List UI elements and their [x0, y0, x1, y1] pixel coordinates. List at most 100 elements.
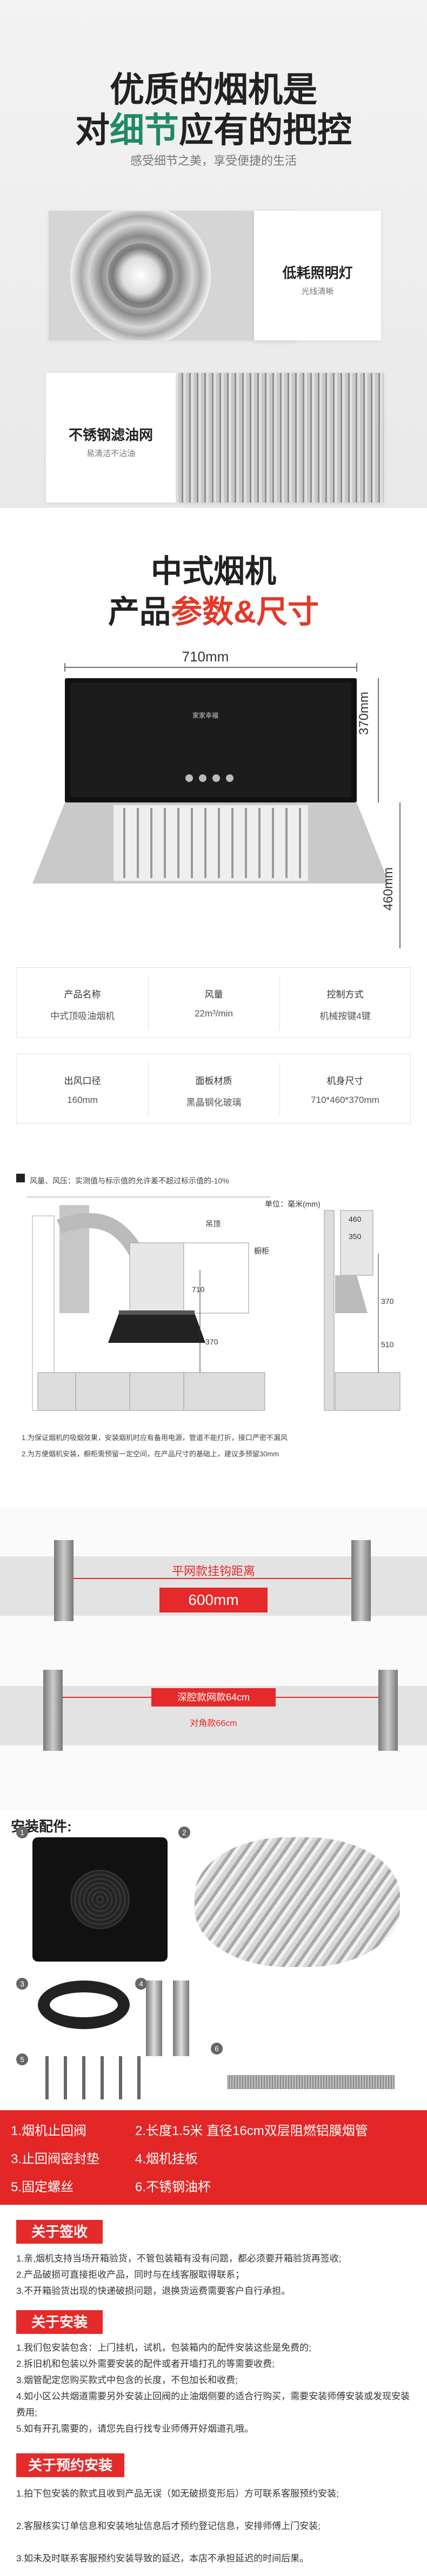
dim-label-370-side: 370 [381, 1297, 394, 1306]
dim-label-460: 460 [349, 1215, 362, 1223]
sign-line-3: 3.不开箱验货出现的快递破损问题，退换货运费需要客户自行承担。 [16, 2286, 291, 2296]
lamp-subtitle: 光线清晰 [301, 287, 334, 296]
dim-label-350: 350 [349, 1232, 362, 1241]
sign-line-2: 2.产品破损可直接拒收产品，同时与在线客服取得联系； [16, 2270, 245, 2280]
height-label: 370mm [357, 691, 371, 735]
brand-mark: 家家幸福 [192, 712, 218, 719]
hero-section: 优质的烟机是 对细节应有的把控 感受细节之美，享受便捷的生活 低耗照明灯 光线清… [0, 0, 427, 508]
hanger-value-1: 600mm [159, 1588, 268, 1612]
hanger-bracket-left [54, 1540, 74, 1621]
valve-disc [70, 1870, 130, 1929]
hood-dimension-diagram [32, 663, 401, 948]
specs-title-part-a: 产品 [108, 594, 171, 630]
spec-table-row2: 出风口径 160mm 面板材质 黑晶钢化玻璃 机身尺寸 710*460*370m… [16, 1054, 411, 1124]
lamp-caption-card: 低耗照明灯 光线清晰 [254, 211, 381, 340]
hanger-bracket-right-2 [378, 1670, 398, 1751]
spec-value: 黑晶钢化玻璃 [186, 1098, 242, 1108]
wall-plate-image-2 [173, 1980, 189, 2056]
hero-title-part-c: 应有的把控 [179, 111, 352, 150]
setup-line-3: 3.烟管配定您购买款式中包含的长度，不包加长和收费; [16, 2375, 238, 2385]
spec-head: 产品名称 [64, 989, 101, 1000]
filter-title: 不锈钢滤油网 [68, 427, 153, 443]
sign-tag: 关于签收 [16, 2220, 103, 2244]
wall-plate-image-1 [146, 1980, 162, 2056]
lamp-bulb [108, 243, 173, 308]
hanger-label-1: 平网款挂钩距离 [171, 1564, 255, 1578]
setup-line-5: 5.如有开孔需要的，请您先自行找专业师傅开好烟道孔哦。 [16, 2424, 254, 2434]
hero-title-part-a: 对 [75, 111, 110, 150]
screws-image [38, 2056, 146, 2099]
lamp-title: 低耗照明灯 [282, 265, 353, 281]
hanger-bracket-left-2 [43, 1670, 63, 1751]
seal-ring-image [38, 1980, 130, 2029]
item-number-4: 4 [135, 1978, 147, 1990]
check-valve-image [32, 1837, 168, 1962]
banner-item-6: 6.不锈钢油杯 [135, 2180, 211, 2194]
hero-subtitle: 感受细节之美，享受便捷的生活 [130, 154, 297, 168]
spec-head: 面板材质 [195, 1076, 232, 1086]
unit-label: 单位：毫米(mm) [265, 1200, 321, 1208]
item-number-6: 6 [211, 2043, 223, 2055]
spec-head: 控制方式 [326, 989, 364, 1000]
dim-label-ceiling: 吊顶 [205, 1220, 221, 1228]
dim-label-510: 510 [381, 1340, 394, 1349]
hanger-section: 平网款挂钩距离 600mm 深腔款网款64cm 对角款66cm [0, 1508, 427, 1810]
booking-tag: 关于预约安装 [16, 2453, 124, 2477]
hero-title-line1: 优质的烟机是 [110, 70, 317, 109]
spec-value: 中式顶吸油烟机 [50, 1011, 115, 1021]
install-diagram [22, 1194, 411, 1421]
specs-title-highlight: 参数&尺寸 [171, 594, 319, 630]
spec-head: 机身尺寸 [326, 1076, 364, 1086]
booking-line-1: 1.拍下包安装的款式且收到产品无误（如无破损变形后）方可联系客服预约安装; [16, 2488, 339, 2499]
filter-image [178, 373, 384, 503]
spec-head: 风量 [204, 989, 223, 1000]
sign-line-1: 1.亲,烟机支持当场开箱验货，不管包装箱有没有问题，都必须要开箱验货再签收; [16, 2253, 342, 2264]
airflow-note: 风量、风压：实测值与标示值的允许差不超过标示值的-10% [30, 1176, 229, 1185]
spec-table-row1: 产品名称 中式顶吸油烟机 风量 22m³/min 控制方式 机械按键4键 [16, 967, 411, 1038]
dim-label-710: 710 [192, 1285, 205, 1294]
specs-title-line2: 产品参数&尺寸 [0, 586, 427, 632]
spec-value: 机械按键4键 [319, 1011, 371, 1021]
divider [279, 976, 280, 1030]
setup-line-4: 4.如小区公共烟道需要另外安装止回阀的止油烟侧要的适合行购买，需要安装师傅安装或… [16, 2391, 410, 2418]
install-note-1: 1.为保证烟机的吸烟效果，安装烟机时应有备用电源，管道不能打折，接口严密不漏风 [22, 1434, 288, 1442]
booking-line-2: 2.客服核实订单信息和安装地址信息后才预约登记信息，安排师傅上门安装; [16, 2521, 321, 2531]
hero-title-line2: 对细节应有的把控 [0, 103, 427, 152]
install-note-2: 2.为方便烟机安装，橱柜需预留一定空间，在产品尺寸的基础上，建议多预留30mm [22, 1450, 279, 1458]
banner-item-2: 2.长度1.5米 直径16cm双层阻燃铝膜烟管 [135, 2124, 368, 2138]
filter-subtitle: 易清洁不沾油 [86, 449, 135, 458]
setup-line-1: 1.我们包安装包含：上门挂机，试机，包装箱内的配件安装这些是免费的; [16, 2343, 311, 2353]
accessories-banner: 1.烟机止回阀 2.长度1.5米 直径16cm双层阻燃铝膜烟管 3.止回阀密封垫… [0, 2110, 427, 2205]
item-number-2: 2 [178, 1826, 190, 1838]
specs-title-line1: 中式烟机 [150, 554, 276, 589]
spec-head: 出风口径 [64, 1076, 101, 1086]
dim-label-cabinet: 橱柜 [254, 1247, 269, 1255]
divider [279, 1062, 280, 1116]
banner-item-5: 5.固定螺丝 [11, 2180, 74, 2194]
setup-line-2: 2.拆旧机和包装以外需要安装的配件或者开墙打孔的等需要收费; [16, 2359, 275, 2369]
note-icon [16, 1174, 25, 1182]
distance-line-1 [74, 1578, 351, 1579]
filter-caption-card: 不锈钢滤油网 易清洁不沾油 [46, 373, 176, 503]
banner-item-4: 4.烟机挂板 [135, 2152, 198, 2166]
depth-label: 460mm [381, 867, 396, 911]
hero-title-highlight: 细节 [110, 111, 179, 150]
hanger-bracket-right [351, 1540, 371, 1621]
hanger-value-2: 对角款66cm [190, 1719, 237, 1728]
spec-value: 710*460*370mm [311, 1095, 379, 1105]
divider [148, 976, 149, 1030]
item-number-3: 3 [16, 1978, 28, 1990]
hanger-label-2: 深腔款网款64cm [151, 1688, 276, 1707]
width-label: 710mm [182, 648, 229, 665]
setup-tag: 关于安装 [16, 2310, 103, 2334]
item-number-5: 5 [16, 2053, 28, 2065]
spec-value: 22m³/min [195, 1008, 233, 1019]
booking-line-3: 3.如未及时联系客服预约安装导致的延迟，本店不承担延迟的时间后果。 [16, 2553, 309, 2564]
divider [148, 1062, 149, 1116]
spec-value: 160mm [67, 1095, 98, 1105]
banner-item-3: 3.止回阀密封垫 [11, 2152, 100, 2166]
item-number-1: 1 [16, 1826, 28, 1838]
duct-pipe-image [195, 1837, 400, 1967]
banner-item-1: 1.烟机止回阀 [11, 2124, 87, 2138]
oil-cup-image [227, 2075, 395, 2089]
